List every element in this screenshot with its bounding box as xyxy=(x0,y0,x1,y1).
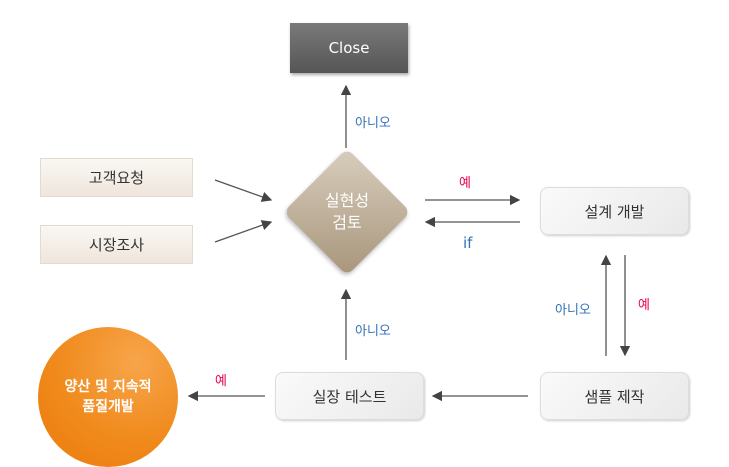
label-no-test: 아니오 xyxy=(355,324,391,339)
feasibility-line-1: 실현성 xyxy=(324,191,370,210)
label-no-close: 아니오 xyxy=(355,116,391,131)
arrow-research xyxy=(214,220,273,243)
feasibility-label: 실현성 검토 xyxy=(297,190,397,234)
test-node: 실장 테스트 xyxy=(275,372,424,420)
mass-line-2: 품질개발 xyxy=(82,399,134,415)
market-research-node: 시장조사 xyxy=(40,225,193,264)
label-yes-design: 예 xyxy=(459,176,471,191)
arrow-request xyxy=(214,179,273,202)
label-if: if xyxy=(463,234,473,252)
label-yes-sample: 예 xyxy=(638,298,650,313)
feasibility-line-2: 검토 xyxy=(332,213,362,232)
design-node: 설계 개발 xyxy=(540,187,689,235)
label-no-sample: 아니오 xyxy=(555,303,591,318)
label-yes-mass: 예 xyxy=(215,374,227,389)
sample-node: 샘플 제작 xyxy=(540,372,689,420)
mass-production-circle: 양산 및 지속적 품질개발 xyxy=(38,327,178,467)
customer-request-node: 고객요청 xyxy=(40,158,193,197)
close-node: Close xyxy=(290,23,408,73)
mass-line-1: 양산 및 지속적 xyxy=(64,379,152,395)
